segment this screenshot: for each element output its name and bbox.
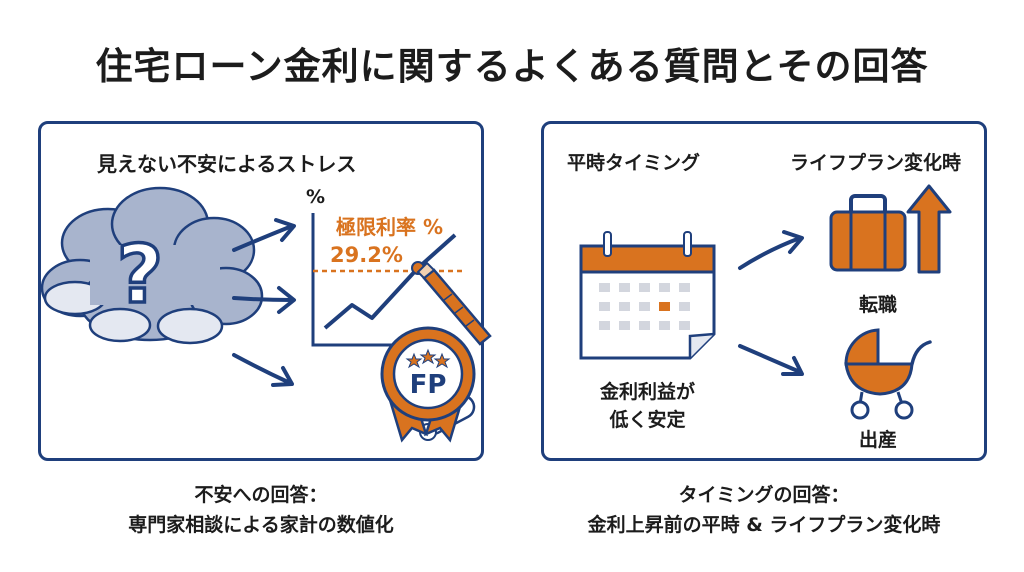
stress-panel-heading: 見えない不安によるストレス xyxy=(97,152,357,176)
up-arrow-icon xyxy=(906,184,952,274)
arrow-icon xyxy=(738,230,804,270)
fp-badge-text: FP xyxy=(410,370,447,400)
calendar-caption-line1: 金利利益が xyxy=(599,381,695,403)
arrow-icon xyxy=(738,344,804,376)
page-title: 住宅ローン金利に関するよくある質問とその回答 xyxy=(95,45,929,88)
chart-axis-label: % xyxy=(306,186,326,208)
suitcase-icon xyxy=(829,194,907,272)
question-mark: ? xyxy=(117,228,163,321)
arrow-icon xyxy=(232,286,296,314)
pencil-icon xyxy=(416,261,492,346)
limit-rate-label: 極限利率 % xyxy=(336,215,444,239)
arrow-icon xyxy=(232,353,294,387)
stress-answer-caption: 不安への回答： 専門家相談による家計の数値化 xyxy=(38,480,484,540)
timing-answer-caption-line2: 金利上昇前の平時 & ライフプラン変化時 xyxy=(587,514,941,536)
line-chart-icon xyxy=(311,213,465,347)
timing-answer-caption: タイミングの回答： 金利上昇前の平時 & ライフプラン変化時 xyxy=(520,480,1008,540)
timing-panel-heading-lifeplan: ライフプラン変化時 xyxy=(790,152,962,174)
fp-badge-icon xyxy=(380,326,476,443)
calendar-caption: 金利利益が 低く安定 xyxy=(581,378,714,434)
event-job-change: 転職 xyxy=(858,294,897,316)
stress-panel xyxy=(38,121,484,461)
stress-answer-caption-line1: 不安への回答： xyxy=(194,484,328,506)
event-birth: 出産 xyxy=(858,429,897,451)
baby-stroller-icon xyxy=(844,328,932,420)
timing-panel xyxy=(541,121,987,461)
stress-answer-caption-line2: 専門家相談による家計の数値化 xyxy=(128,514,394,536)
timing-answer-caption-line1: タイミングの回答： xyxy=(678,484,850,506)
calendar-caption-line2: 低く安定 xyxy=(609,409,686,431)
arrow-icon xyxy=(232,218,296,252)
calendar-icon xyxy=(579,231,716,360)
question-cloud-icon xyxy=(40,186,264,345)
timing-panel-heading-normal: 平時タイミング xyxy=(567,152,701,174)
limit-rate-value: 29.2% xyxy=(330,243,403,267)
